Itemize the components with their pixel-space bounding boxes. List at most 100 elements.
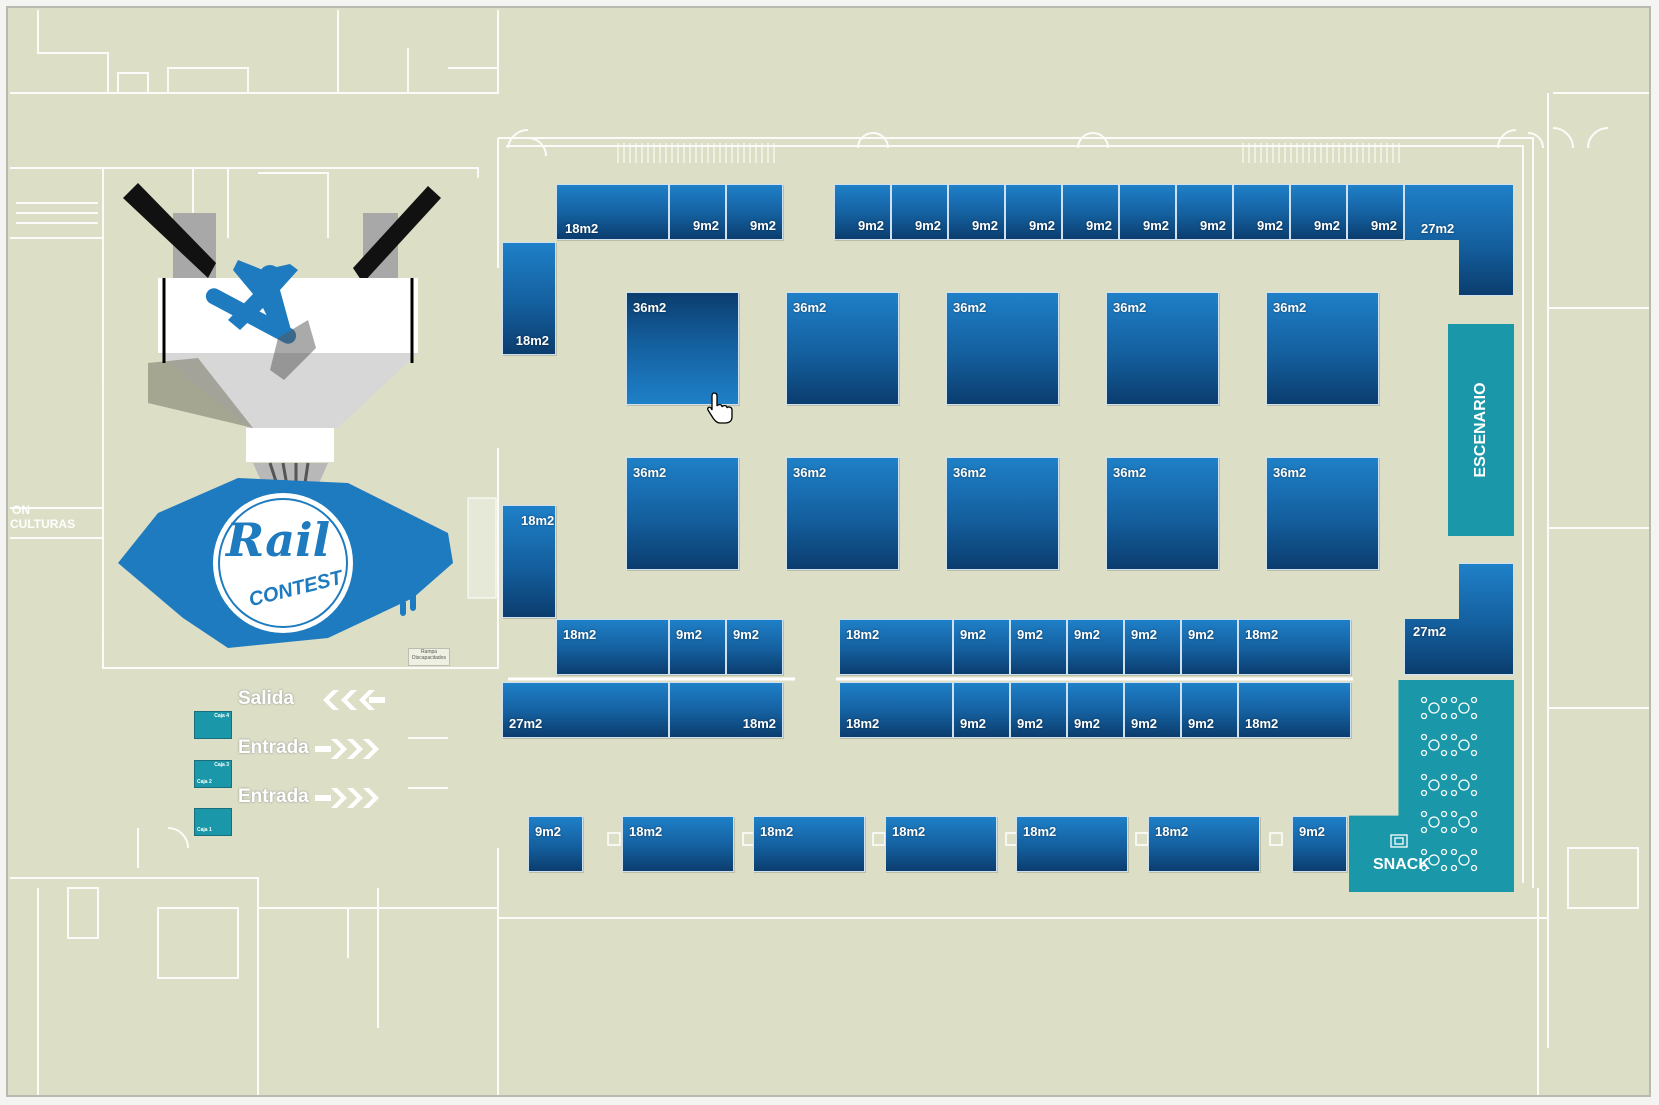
cash-desk-3-2[interactable]: Caja 3 Caja 2 bbox=[194, 760, 232, 788]
booth[interactable]: 9m2 bbox=[1176, 184, 1233, 240]
booth-label: 18m2 bbox=[521, 513, 555, 528]
cash-desk-1[interactable]: Caja 1 bbox=[194, 808, 232, 836]
entrance-label-1: Entrada bbox=[238, 737, 309, 758]
booth[interactable]: 9m2 bbox=[1347, 184, 1404, 240]
booth-label: 9m2 bbox=[1199, 218, 1226, 233]
cash-desk-4[interactable]: Caja 4 bbox=[194, 711, 232, 739]
booth-label: 9m2 bbox=[971, 218, 998, 233]
booth[interactable]: 36m2 bbox=[786, 292, 899, 405]
booth-label: 18m2 bbox=[1245, 627, 1279, 642]
booth-label: 18m2 bbox=[846, 627, 880, 642]
booth[interactable]: 9m2 bbox=[1124, 682, 1181, 738]
booth[interactable]: 9m2 bbox=[1062, 184, 1119, 240]
booth[interactable]: 36m2 bbox=[1266, 457, 1379, 570]
booth[interactable]: 36m2 bbox=[1106, 457, 1219, 570]
booth[interactable]: 9m2 bbox=[834, 184, 891, 240]
booth[interactable]: 18m2 bbox=[556, 184, 669, 240]
rail-ramp-graphic bbox=[118, 183, 453, 648]
booth[interactable]: 9m2 bbox=[948, 184, 1005, 240]
booth-label: 36m2 bbox=[793, 465, 827, 480]
cash-desk-2-label: Caja 2 bbox=[197, 779, 212, 785]
booth-label: 18m2 bbox=[1245, 716, 1279, 731]
booth-label: 9m2 bbox=[1313, 218, 1340, 233]
booth-label: 9m2 bbox=[1085, 218, 1112, 233]
booth[interactable]: 18m2 bbox=[1238, 682, 1351, 738]
booth[interactable]: 9m2 bbox=[528, 816, 583, 872]
booth[interactable]: 9m2 bbox=[1005, 184, 1062, 240]
snack-tables-icon bbox=[1390, 696, 1478, 872]
booth-label: 9m2 bbox=[692, 218, 719, 233]
booth[interactable]: 18m2 bbox=[502, 242, 556, 355]
booth-label: 9m2 bbox=[1017, 716, 1044, 731]
booth[interactable]: 18m2 bbox=[622, 816, 734, 872]
booth[interactable]: 18m2 bbox=[1016, 816, 1128, 872]
cash-desk-4-label: Caja 4 bbox=[214, 713, 229, 719]
booth[interactable]: 36m2 bbox=[626, 292, 739, 405]
entrance-label-2: Entrada bbox=[238, 786, 309, 807]
booth-label: 9m2 bbox=[1074, 716, 1101, 731]
booth-label: 36m2 bbox=[953, 465, 987, 480]
chevron-arrows-icon bbox=[315, 690, 385, 808]
booth[interactable]: 9m2 bbox=[669, 619, 726, 675]
booth[interactable]: 9m2 bbox=[1010, 619, 1067, 675]
booth[interactable]: 18m2 bbox=[556, 619, 669, 675]
booth[interactable]: 9m2 bbox=[1290, 184, 1347, 240]
booth-label: 27m2 bbox=[1421, 221, 1455, 236]
booth[interactable]: 18m2 bbox=[839, 619, 953, 675]
booth[interactable]: 27m2 bbox=[502, 682, 669, 738]
booth-label: 18m2 bbox=[629, 824, 663, 839]
booth-label: 36m2 bbox=[633, 300, 667, 315]
booth-label: 18m2 bbox=[515, 333, 549, 348]
booth[interactable]: 9m2 bbox=[953, 682, 1010, 738]
booth[interactable]: 9m2 bbox=[1292, 816, 1347, 872]
booth[interactable]: 9m2 bbox=[669, 184, 726, 240]
booth[interactable]: 18m2 bbox=[839, 682, 953, 738]
booth-label: 36m2 bbox=[793, 300, 827, 315]
booth-label: 18m2 bbox=[760, 824, 794, 839]
booth[interactable]: 18m2 bbox=[669, 682, 783, 738]
booth-label: 9m2 bbox=[1188, 627, 1215, 642]
booth[interactable]: 9m2 bbox=[953, 619, 1010, 675]
booth[interactable]: 9m2 bbox=[726, 184, 783, 240]
booth[interactable]: 36m2 bbox=[946, 457, 1059, 570]
booth-label: 9m2 bbox=[733, 627, 760, 642]
room-label-partial-on: ON bbox=[12, 503, 30, 517]
booth-label: 18m2 bbox=[1023, 824, 1057, 839]
booth-label: 36m2 bbox=[1273, 300, 1307, 315]
booth[interactable]: 9m2 bbox=[726, 619, 783, 675]
booth[interactable]: 9m2 bbox=[1067, 619, 1124, 675]
booth-label: 9m2 bbox=[1142, 218, 1169, 233]
booth-label: 9m2 bbox=[1370, 218, 1397, 233]
booth-label: 9m2 bbox=[857, 218, 884, 233]
booth[interactable]: 9m2 bbox=[1119, 184, 1176, 240]
booth[interactable]: 18m2 bbox=[502, 505, 556, 618]
booth[interactable]: 18m2 bbox=[1238, 619, 1351, 675]
booth[interactable]: 36m2 bbox=[1106, 292, 1219, 405]
stage-area[interactable]: ESCENARIO bbox=[1448, 324, 1514, 536]
booth-label: 18m2 bbox=[892, 824, 926, 839]
snowboarder-icon bbox=[205, 260, 298, 344]
booth[interactable]: 18m2 bbox=[1148, 816, 1260, 872]
booth[interactable]: 27m2 bbox=[1404, 184, 1514, 296]
booth[interactable]: 9m2 bbox=[1067, 682, 1124, 738]
booth[interactable]: 36m2 bbox=[786, 457, 899, 570]
booth-label: 9m2 bbox=[1074, 627, 1101, 642]
booth-label: 36m2 bbox=[953, 300, 987, 315]
booth[interactable]: 36m2 bbox=[626, 457, 739, 570]
snack-label: SNACK bbox=[1373, 856, 1430, 873]
cash-desk-3-label: Caja 3 bbox=[214, 762, 229, 768]
exit-label: Salida bbox=[238, 688, 294, 709]
booth[interactable]: 18m2 bbox=[885, 816, 997, 872]
booth[interactable]: 9m2 bbox=[1181, 682, 1238, 738]
booth[interactable]: 36m2 bbox=[946, 292, 1059, 405]
booth[interactable]: 9m2 bbox=[1233, 184, 1290, 240]
booth[interactable]: 9m2 bbox=[891, 184, 948, 240]
booth[interactable]: 9m2 bbox=[1124, 619, 1181, 675]
booth[interactable]: 18m2 bbox=[753, 816, 865, 872]
logo-rail-text: Rail bbox=[226, 513, 331, 567]
booth[interactable]: 36m2 bbox=[1266, 292, 1379, 405]
booth[interactable]: 9m2 bbox=[1010, 682, 1067, 738]
booth-label: 9m2 bbox=[676, 627, 703, 642]
booth[interactable]: 9m2 bbox=[1181, 619, 1238, 675]
